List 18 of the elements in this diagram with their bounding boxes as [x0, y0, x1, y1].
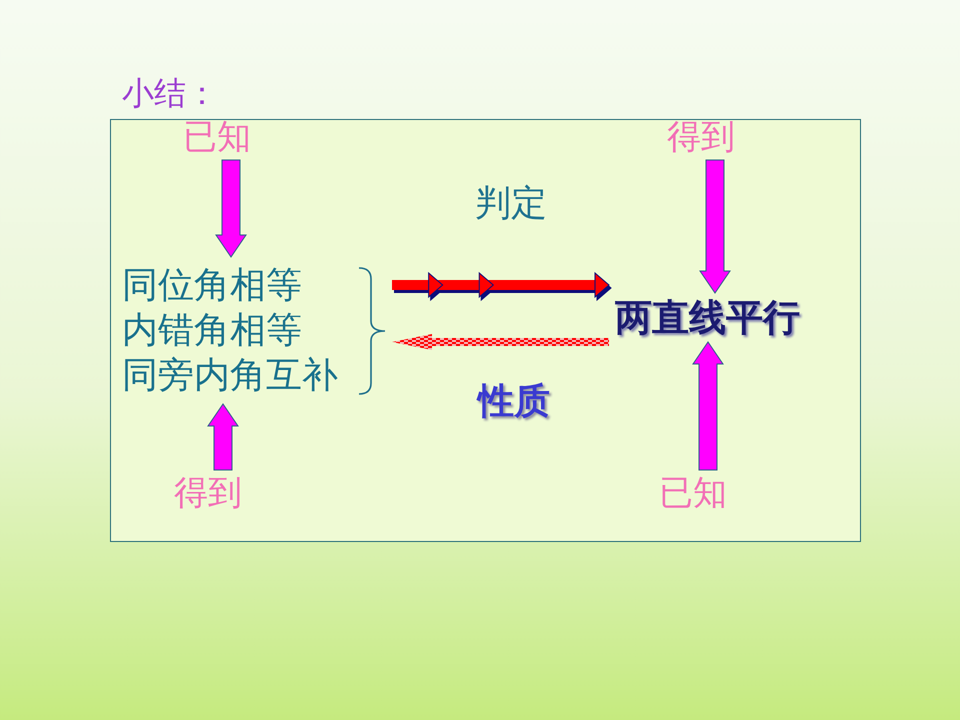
panel	[110, 119, 861, 542]
edge-label: 判定	[475, 186, 547, 222]
condition-text: 同旁内角互补	[122, 354, 338, 398]
arrow	[392, 272, 610, 298]
edge-label: 性质	[478, 384, 550, 420]
arrow	[207, 403, 239, 470]
keyword-label: 得到	[667, 120, 735, 154]
heading: 小结：	[122, 77, 218, 109]
conclusion-text: 两直线平行	[615, 299, 800, 336]
keyword-label: 得到	[174, 476, 242, 510]
arrow	[692, 341, 724, 470]
arrow	[699, 160, 731, 294]
arrow	[392, 334, 609, 350]
arrow	[215, 160, 247, 258]
keyword-label: 已知	[183, 120, 251, 154]
keyword-label: 已知	[659, 476, 727, 510]
condition-text: 同位角相等	[122, 264, 303, 308]
condition-text: 内错角相等	[122, 309, 303, 353]
